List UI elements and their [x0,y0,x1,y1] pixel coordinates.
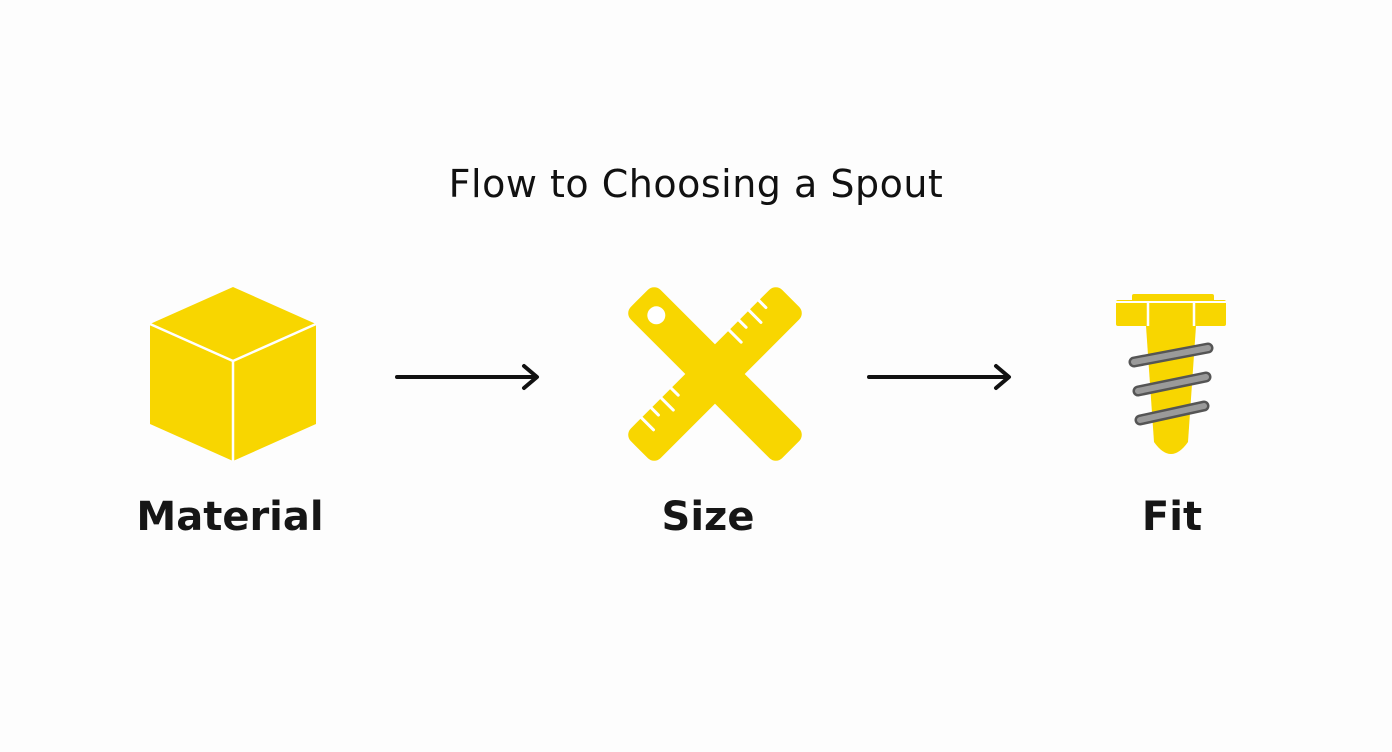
arrow-right-icon [395,364,539,390]
step-label-fit: Fit [1141,494,1203,540]
cube-icon [149,287,317,461]
arrow-right-icon [867,364,1011,390]
step-label-size: Size [661,494,755,540]
diagram-title: Flow to Choosing a Spout [448,162,944,206]
crossed-rulers-icon [628,287,802,461]
step-label-material: Material [136,494,324,540]
screw-icon [1116,294,1226,454]
